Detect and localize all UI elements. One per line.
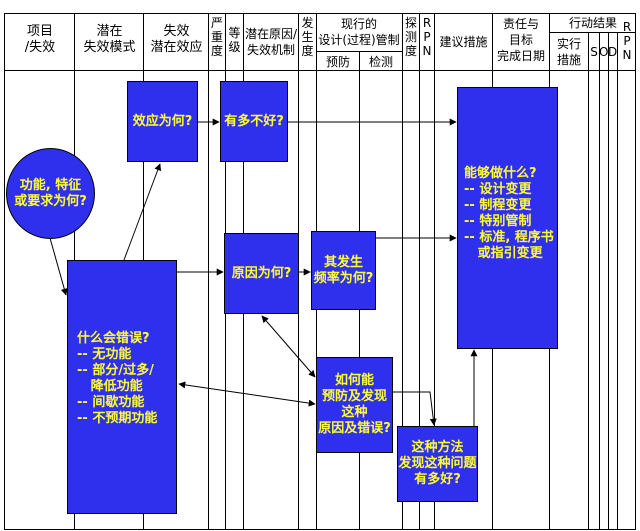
effect-box: 效应为何? [127, 81, 198, 162]
header-effect: 失效 潜在效应 [150, 24, 203, 55]
what-wrong-box: 什么会错误? -- 无功能 -- 部分/过多/ 降低功能 -- 间歇功能 -- … [67, 260, 177, 514]
header-detectability: 探 测 度 [404, 16, 417, 58]
header-cause: 潜在原因/ 失效机制 [244, 27, 298, 57]
header-rpn: R P N [422, 16, 432, 58]
header-s: S [590, 45, 598, 59]
prevent-detect-box: 如何能 预防及发现 这种 原因及错误? [316, 357, 393, 453]
header-rpn-result: R P N [622, 20, 632, 62]
header-item: 项目 /失效 [24, 24, 56, 55]
function-circle: 功能, 特征 或要求为何? [6, 148, 95, 239]
how-good-box: 这种方法 发现这种问题 有多好? [397, 426, 478, 502]
header-failure-mode: 潜在 失效模式 [83, 24, 136, 55]
header-occurrence: 发 生 度 [301, 16, 314, 58]
cause-box: 原因为何? [224, 233, 299, 314]
header-action-results: 行动结果 [568, 16, 617, 30]
header-actions-taken: 实行 措施 [556, 37, 581, 67]
header-prevention: 预防 [325, 55, 350, 69]
arrow-wrong-to-effect [123, 163, 162, 261]
frequency-box: 其发生 频率为何? [311, 231, 376, 310]
header-detection: 检测 [368, 55, 393, 69]
how-bad-box: 有多不好? [220, 81, 288, 162]
header-recommended-actions: 建议措施 [439, 35, 488, 49]
header-d: D [608, 45, 618, 59]
header-o: O [599, 45, 609, 59]
header-severity: 严 重 度 [210, 16, 223, 58]
arrow-function-to-wrong [49, 237, 68, 296]
header-current-controls: 现行的 设计(过程)管制 [318, 17, 400, 47]
arrow-cause-prevent [261, 315, 316, 378]
header-class: 等 级 [228, 26, 241, 54]
header-responsibility: 责任与 目标 完成日期 [496, 17, 545, 63]
what-can-do-box: 能够做什么? -- 设计变更 -- 制程变更 -- 特别管制 -- 标准, 程序… [457, 87, 558, 349]
arrow-wrong-prevent [178, 381, 316, 407]
arrow-prevent-to-howgood [393, 391, 437, 426]
